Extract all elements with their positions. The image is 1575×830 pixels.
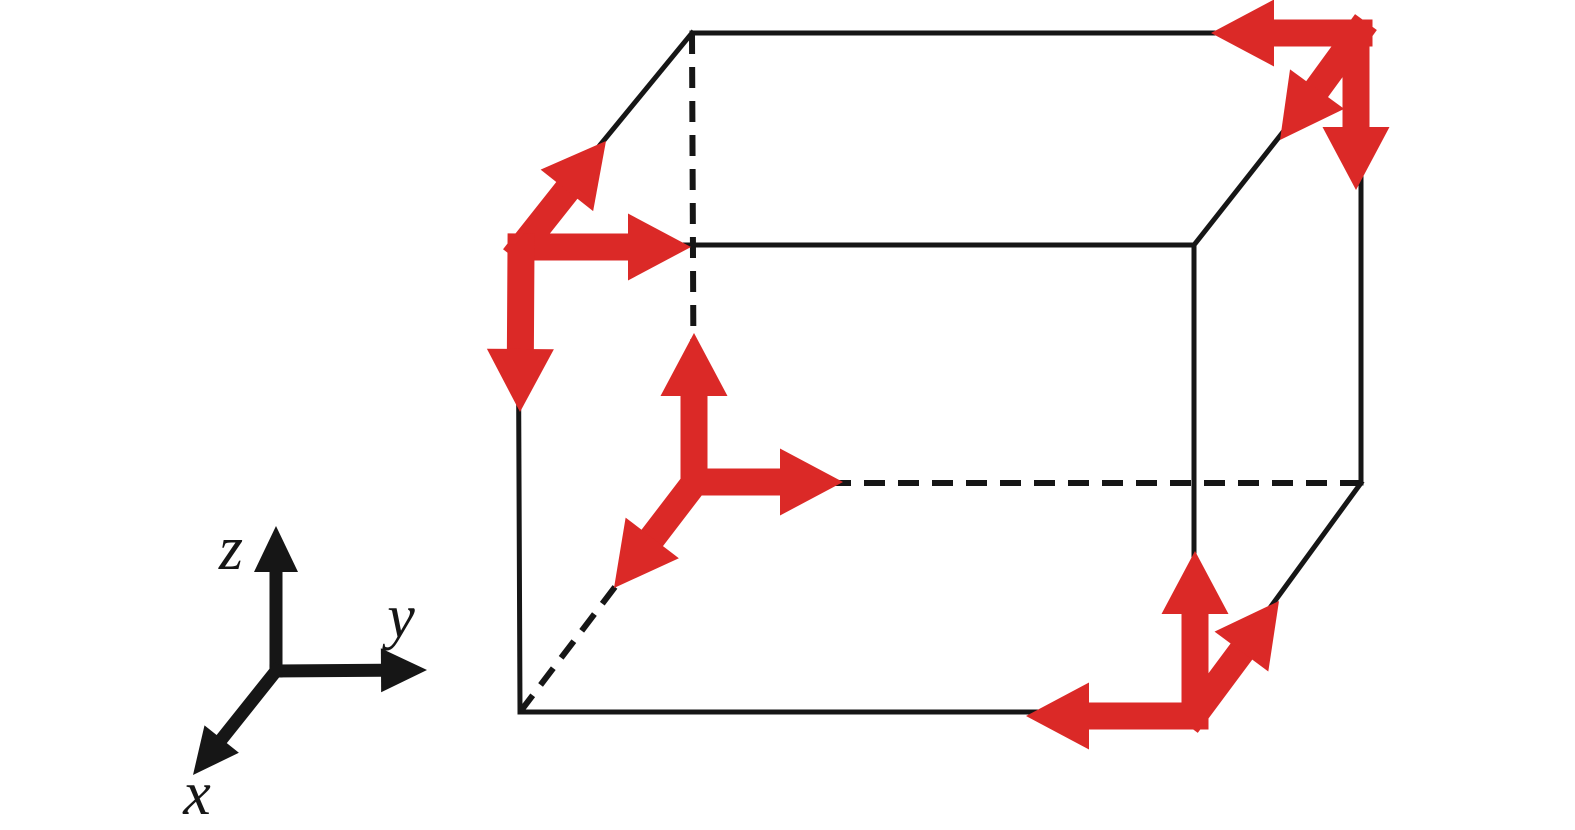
vector-triad-front-top-left (486, 141, 691, 412)
x-axis-label: x (182, 760, 211, 828)
vector-triad-front-bottom-right (1026, 551, 1279, 750)
vector-back-top-right-+x-head (1280, 69, 1345, 140)
z-axis-arrow-head (254, 526, 298, 572)
corner-vector-arrows (486, 0, 1390, 750)
axis-labels: z y x (182, 515, 415, 828)
y-axis-label: y (381, 583, 415, 651)
vector-front-top-left--z-shaft (506, 233, 535, 364)
vector-back-top-right--y-head (1211, 0, 1274, 67)
vector-triad-back-top-right (1211, 0, 1390, 190)
y-axis-arrow-head (380, 648, 427, 693)
coordinate-axes (193, 526, 427, 775)
vector-back-bottom-left-+y-head (780, 448, 843, 516)
vector-back-bottom-left-+x-head (614, 517, 679, 588)
cube-edges (514, 29, 1365, 716)
vector-front-top-left-+y-head (628, 213, 691, 281)
y-axis-arrow-shaft (269, 663, 389, 678)
vector-back-top-right--z-head (1322, 127, 1390, 190)
vector-triad-back-bottom-left (614, 333, 843, 588)
vector-front-top-left--x-head (540, 141, 606, 212)
vector-back-bottom-left-+z-head (660, 333, 728, 396)
vector-front-bottom-right-+z-head (1161, 551, 1229, 614)
vector-front-top-left--z-head (486, 348, 554, 412)
vector-front-bottom-right--y-head (1026, 682, 1089, 750)
z-axis-label: z (218, 515, 243, 583)
vector-front-bottom-right--x-head (1214, 601, 1279, 672)
x-axis-arrow-shaft (211, 661, 286, 749)
x-axis-arrow-head (193, 725, 239, 775)
